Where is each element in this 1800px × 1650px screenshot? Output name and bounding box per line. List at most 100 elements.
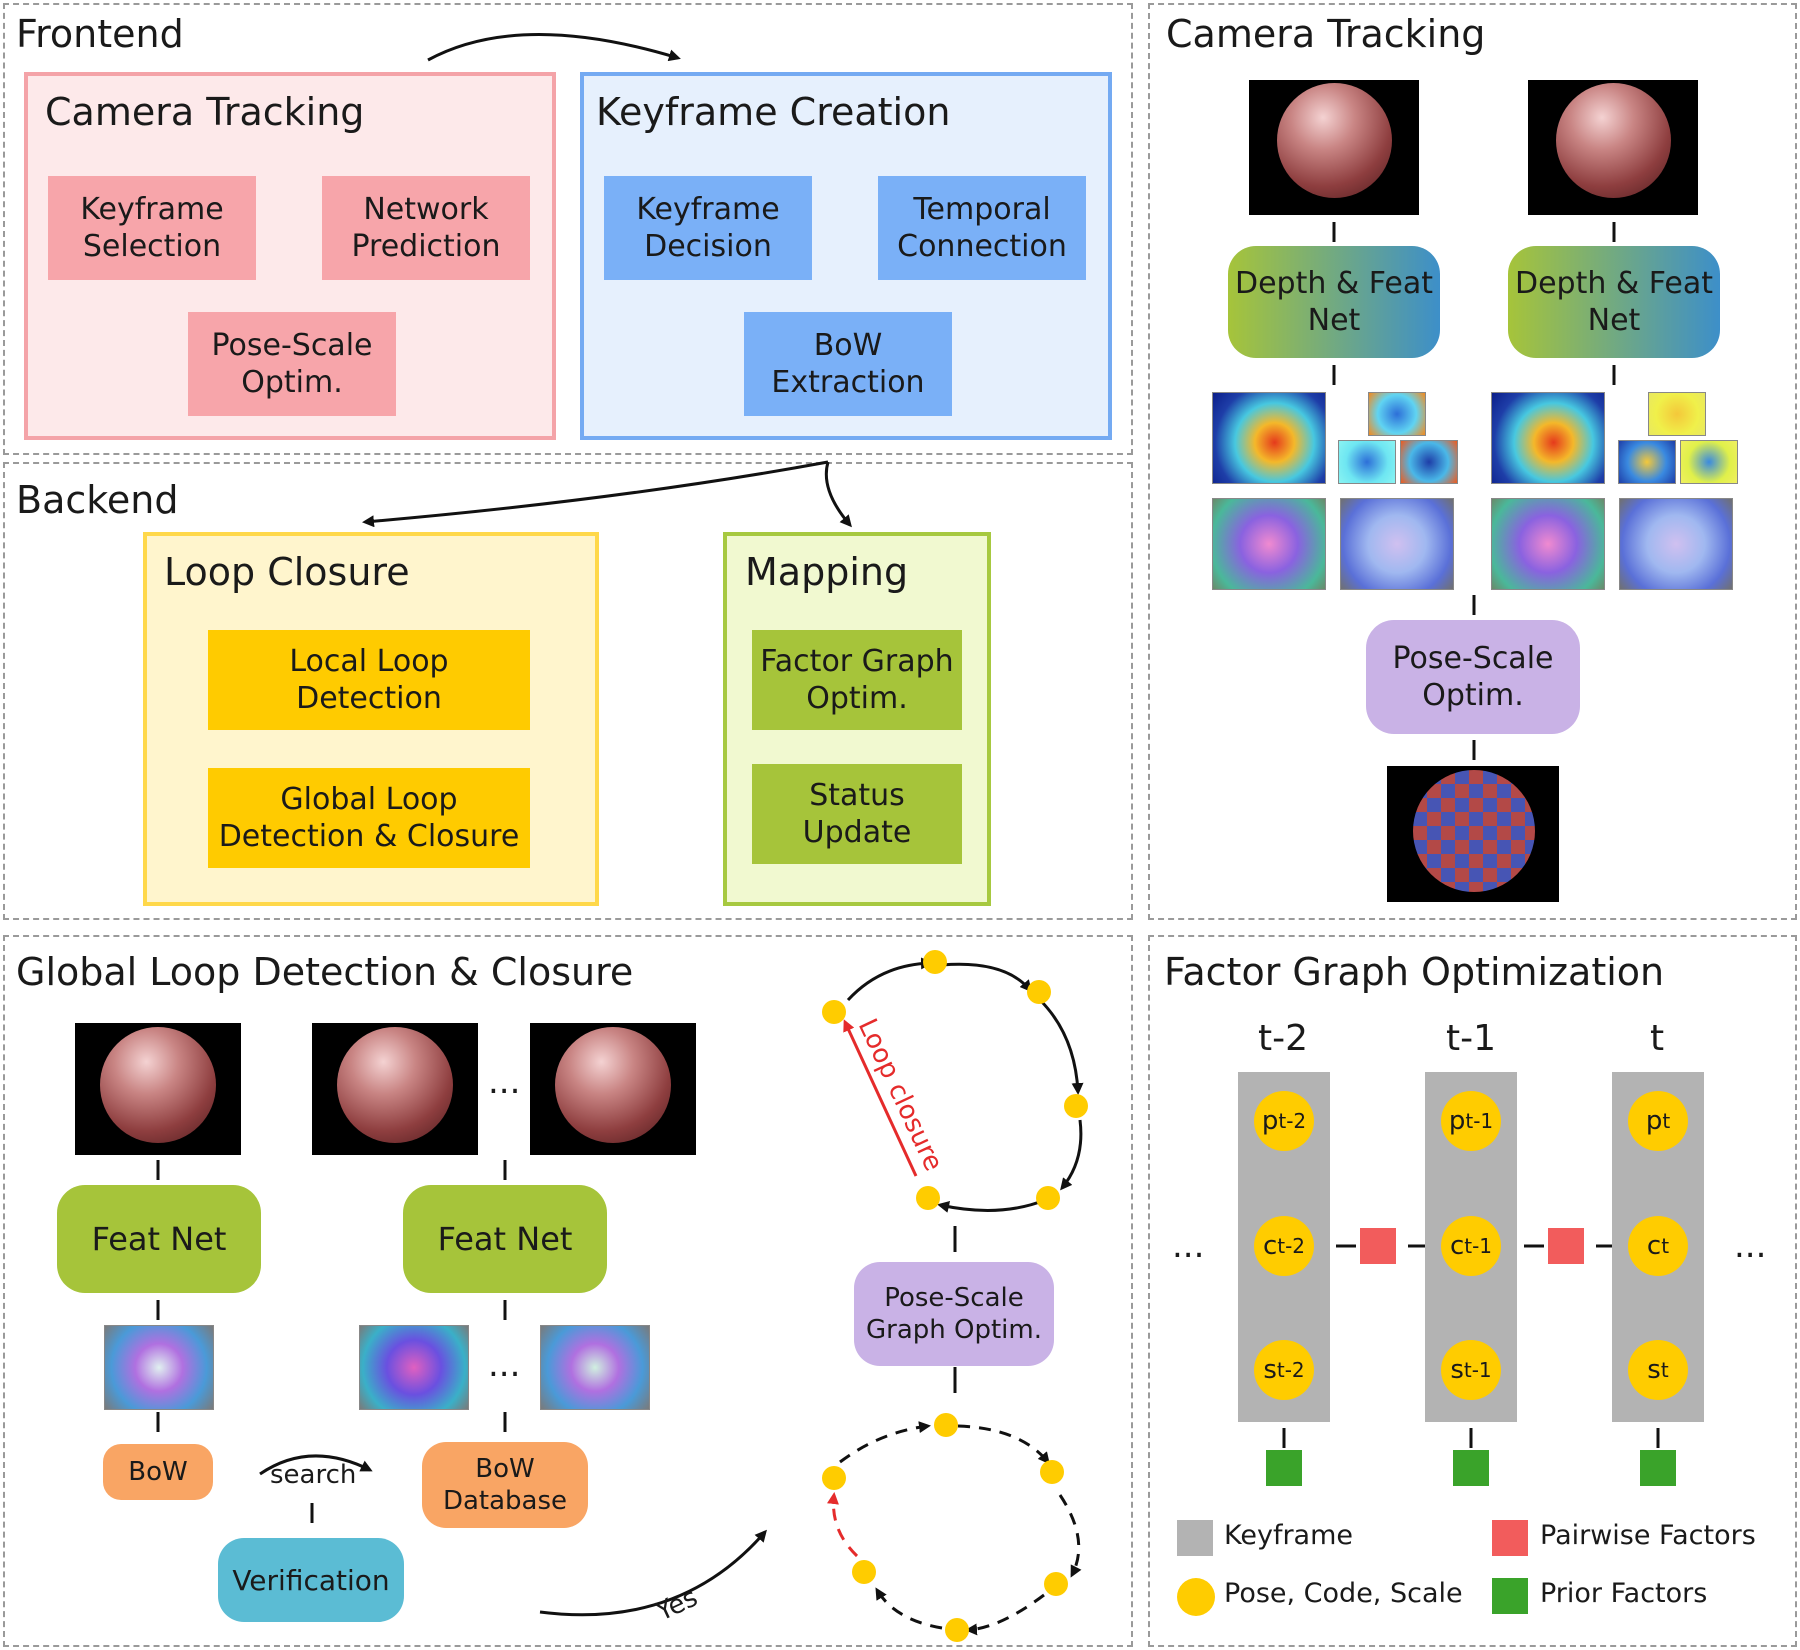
local-loop-detection-box: Local Loop Detection — [208, 630, 530, 730]
global-loop-panel-title: Global Loop Detection & Closure — [16, 950, 634, 994]
loop-node — [945, 1618, 969, 1642]
depth-map-right — [1491, 392, 1605, 484]
frontend-title: Frontend — [16, 12, 184, 56]
feature-map-small-left-2 — [1338, 440, 1396, 484]
feat-net-left: Feat Net — [57, 1185, 261, 1293]
yes-arrow — [539, 1529, 767, 1617]
camera-tracking-panel-title: Camera Tracking — [1166, 12, 1486, 56]
images-ellipsis: ... — [488, 1062, 521, 1102]
factor-ellipsis-left: ... — [1172, 1226, 1205, 1266]
feature-embedding-left-1 — [1212, 498, 1326, 590]
loop-node — [1027, 980, 1051, 1004]
factor-ellipsis-right: ... — [1734, 1226, 1767, 1266]
endoscopic-frame-left — [1249, 80, 1419, 215]
backend-pane — [3, 462, 1133, 920]
keyframe-decision-box: Keyframe Decision — [604, 176, 812, 280]
loop-node — [852, 1560, 876, 1584]
loop-node — [916, 1186, 940, 1210]
depth-feat-net-left: Depth & Feat Net — [1228, 246, 1440, 358]
legend-keyframe-label: Keyframe — [1224, 1520, 1354, 1551]
legend-pairwise-label: Pairwise Factors — [1540, 1520, 1756, 1551]
warped-overlay-frame — [1387, 766, 1559, 902]
pairwise-factor-2 — [1548, 1228, 1584, 1264]
temporal-connection-box: Temporal Connection — [878, 176, 1086, 280]
feature-embedding-left-2 — [1340, 498, 1454, 590]
feature-map-small-right-3 — [1680, 440, 1738, 484]
pose-scale-graph-optim: Pose-Scale Graph Optim. — [854, 1262, 1054, 1366]
factor-graph-optim-box: Factor Graph Optim. — [752, 630, 962, 730]
backend-title: Backend — [16, 478, 179, 522]
camera-tracking-pane — [1148, 3, 1797, 920]
camera-tracking-group-title: Camera Tracking — [45, 90, 365, 134]
prior-factor-t — [1640, 1450, 1676, 1486]
db-feature-map-2 — [540, 1325, 650, 1410]
legend-node-swatch — [1177, 1578, 1215, 1616]
legend-prior-label: Prior Factors — [1540, 1578, 1708, 1609]
loop-node — [934, 1413, 958, 1437]
pose-scale-optim-box: Pose-Scale Optim. — [188, 312, 396, 416]
bow-extraction-box: BoW Extraction — [744, 312, 952, 416]
keyframe-to-loop-arrow — [362, 460, 829, 528]
feat-net-right: Feat Net — [403, 1185, 607, 1293]
keyframe-creation-group-title: Keyframe Creation — [596, 90, 951, 134]
frontend-pane — [3, 3, 1133, 455]
features-ellipsis: ... — [488, 1345, 521, 1385]
legend-pairwise-swatch — [1492, 1520, 1528, 1556]
feature-map-small-left-1 — [1368, 392, 1426, 436]
depth-map-left — [1212, 392, 1326, 484]
mapping-group-title: Mapping — [745, 550, 909, 594]
pose-scale-optim-node: Pose-Scale Optim. — [1366, 620, 1580, 734]
search-label: search — [270, 1460, 357, 1490]
search-arrow — [259, 1454, 373, 1476]
depth-feat-net-right: Depth & Feat Net — [1508, 246, 1720, 358]
verification-box: Verification — [218, 1538, 404, 1622]
prior-factor-t-1 — [1453, 1450, 1489, 1486]
loop-closure-group-title: Loop Closure — [164, 550, 410, 594]
pairwise-factor-1 — [1360, 1228, 1396, 1264]
factor-graph-panel-title: Factor Graph Optimization — [1164, 950, 1665, 994]
database-frame-1 — [312, 1023, 478, 1155]
time-label-t-2: t-2 — [1258, 1018, 1309, 1059]
feature-embedding-right-1 — [1491, 498, 1605, 590]
legend-prior-swatch — [1492, 1578, 1528, 1614]
feature-embedding-right-2 — [1619, 498, 1733, 590]
loop-node — [822, 1000, 846, 1024]
loop-node — [1064, 1094, 1088, 1118]
loop-node — [1044, 1572, 1068, 1596]
time-label-t: t — [1650, 1018, 1665, 1059]
keyframe-selection-box: Keyframe Selection — [48, 176, 256, 280]
global-loop-pane — [3, 935, 1133, 1647]
legend-keyframe-swatch — [1177, 1520, 1213, 1556]
loop-node — [1040, 1460, 1064, 1484]
bow-database-box: BoW Database — [422, 1442, 588, 1528]
feature-map-small-right-2 — [1618, 440, 1676, 484]
loop-node — [1036, 1186, 1060, 1210]
loop-node — [923, 950, 947, 974]
factor-graph-pane — [1148, 935, 1797, 1647]
feature-map-small-left-3 — [1400, 440, 1458, 484]
feature-map-small-right-1 — [1648, 392, 1706, 436]
loop-closure-arrow — [843, 1019, 918, 1177]
endoscopic-frame-right — [1528, 80, 1698, 215]
status-update-box: Status Update — [752, 764, 962, 864]
query-frame — [75, 1023, 241, 1155]
db-feature-map-1 — [359, 1325, 469, 1410]
keyframe-to-mapping-arrow — [824, 461, 852, 528]
camera-to-keyframe-arrow — [427, 33, 681, 62]
query-feature-map — [104, 1325, 214, 1410]
network-prediction-box: Network Prediction — [322, 176, 530, 280]
time-label-t-1: t-1 — [1446, 1018, 1497, 1059]
prior-factor-t-2 — [1266, 1450, 1302, 1486]
legend-node-label: Pose, Code, Scale — [1224, 1578, 1463, 1609]
